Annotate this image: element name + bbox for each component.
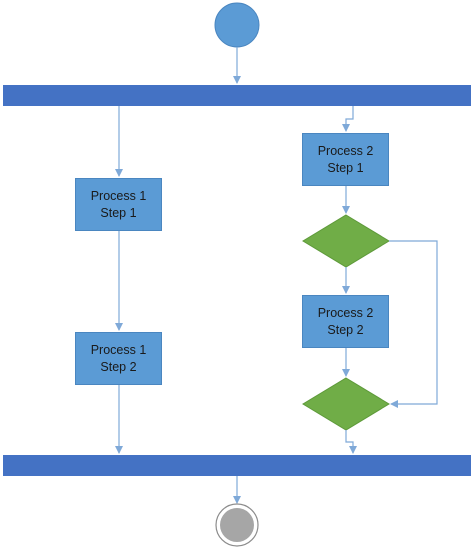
process-2-step-2-line2: Step 2	[327, 322, 364, 337]
decision-diamond-2	[302, 377, 390, 431]
start-node	[214, 2, 260, 48]
process-1-step-2-box: Process 1 Step 2	[75, 332, 162, 385]
end-node-inner	[220, 508, 254, 542]
process-2-step-2-line1: Process 2	[317, 305, 374, 320]
connector-fork-to-p2s1	[342, 106, 354, 132]
join-bar	[3, 455, 471, 476]
connector-decision1-bypass	[389, 240, 438, 408]
connector-decision2-to-join	[345, 430, 357, 454]
process-2-step-1-line1: Process 2	[317, 143, 374, 158]
process-1-step-1-box: Process 1 Step 1	[75, 178, 162, 231]
process-2-step-1-box: Process 2 Step 1	[302, 133, 389, 186]
process-1-step-2-line1: Process 1	[90, 342, 147, 357]
fork-bar	[3, 85, 471, 106]
decision-diamond-1	[302, 214, 390, 268]
process-1-step-1-line1: Process 1	[90, 188, 147, 203]
process-1-step-2-line2: Step 2	[100, 359, 137, 374]
process-2-step-2-box: Process 2 Step 2	[302, 295, 389, 348]
process-1-step-1-line2: Step 1	[100, 205, 137, 220]
process-2-step-1-line2: Step 1	[327, 160, 364, 175]
